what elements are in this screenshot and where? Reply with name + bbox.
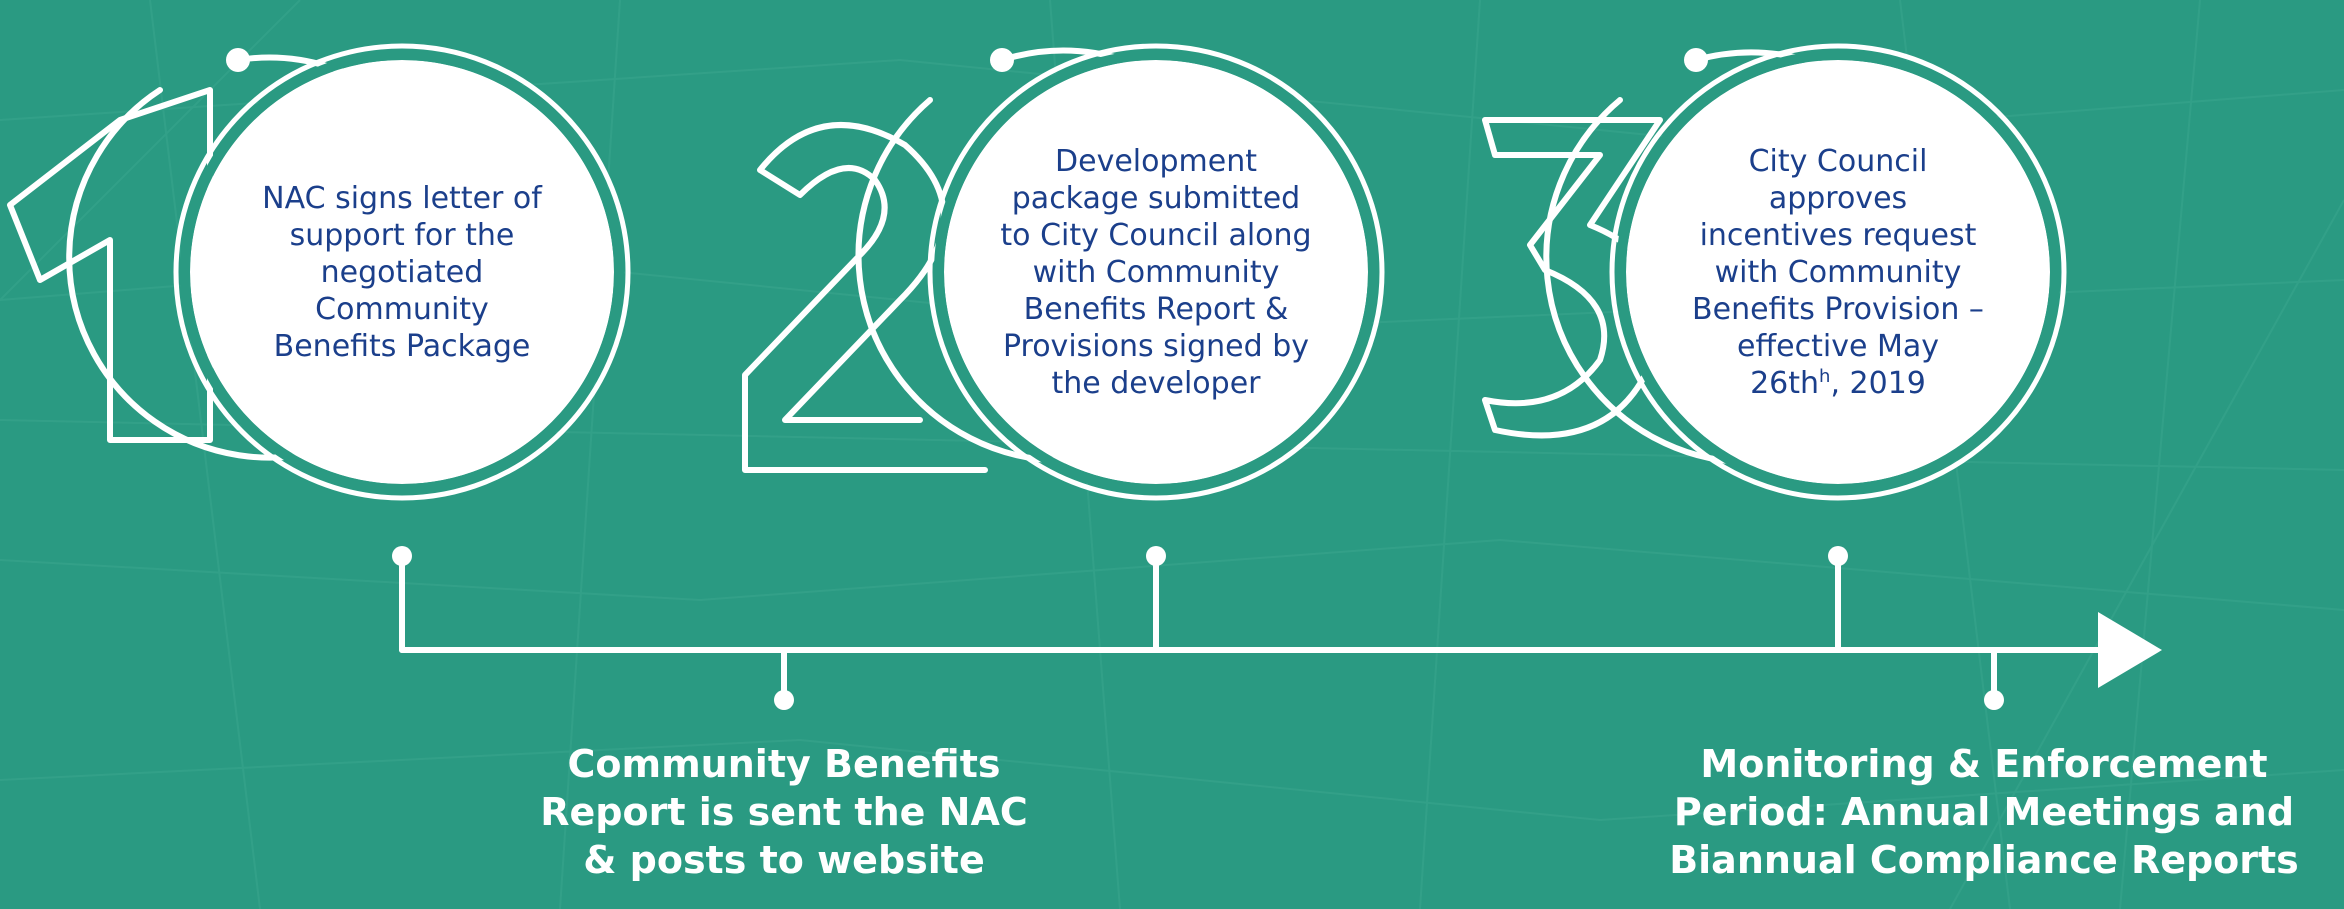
milestone-1-dot [774,690,794,710]
step-2-ring-dot [990,48,1014,72]
step-1-description: NAC signs letter of support for the nego… [232,112,572,432]
step-3-circle [1626,60,2050,484]
date-prefix: 26th [1750,365,1820,401]
step-1-line: NAC signs letter of [262,180,542,216]
step-3-timeline-dot [1828,546,1848,566]
step-2-timeline-dot [1146,546,1166,566]
step-2-line: Benefits Report & [1023,291,1289,327]
milestone-2-dot [1984,690,2004,710]
step-1-line: support for the [289,217,515,253]
step-1-circle [190,60,614,484]
step-2-line: with Community [1032,254,1280,290]
step-2-line: Provisions signed by [1002,328,1310,364]
step-2-description: Development package submitted to City Co… [956,112,1356,432]
step-3-line: effective May [1737,328,1939,364]
step-2-line: to City Council along [1000,217,1312,253]
milestone-1-label: Community Benefits Report is sent the NA… [534,740,1034,884]
step-2-line: package submitted [1011,180,1301,216]
milestone-2-line: Monitoring & Enforcement [1700,742,2268,786]
step-1-line: negotiated [320,254,484,290]
step-3-line: incentives request [1699,217,1977,253]
timeline-arrowhead [2098,612,2162,688]
milestone-1-line: Report is sent the NAC [540,790,1028,834]
step-3-line: approves [1768,180,1908,216]
milestone-2-line: Period: Annual Meetings and [1673,790,2295,834]
step-1-line: Community [315,291,489,327]
step-3-description: City Council approves incentives request… [1648,112,2028,432]
step-1-ring-dot [226,48,250,72]
milestone-2-label: Monitoring & Enforcement Period: Annual … [1634,740,2334,884]
milestone-1-line: Community Benefits [567,742,1001,786]
number-1-outline [7,87,213,443]
step-1-line: Benefits Package [273,328,531,364]
milestone-2-line: Biannual Compliance Reports [1669,838,2299,882]
step-2-circle [944,60,1368,484]
step-3-ring-dot [1684,48,1708,72]
step-3-line: City Council [1748,143,1928,179]
step-2-line: Development [1055,143,1257,179]
milestone-1-line: & posts to website [583,838,985,882]
date-superscript: h [1819,365,1831,387]
step-3-line: Benefits Provision – [1692,291,1984,327]
step-2-line: the developer [1051,365,1261,401]
step-1-timeline-dot [392,546,412,566]
date-suffix: , 2019 [1830,365,1926,401]
step-3-line: with Community [1714,254,1962,290]
step-3-date-line: 26thh, 2019 [1692,365,1984,402]
